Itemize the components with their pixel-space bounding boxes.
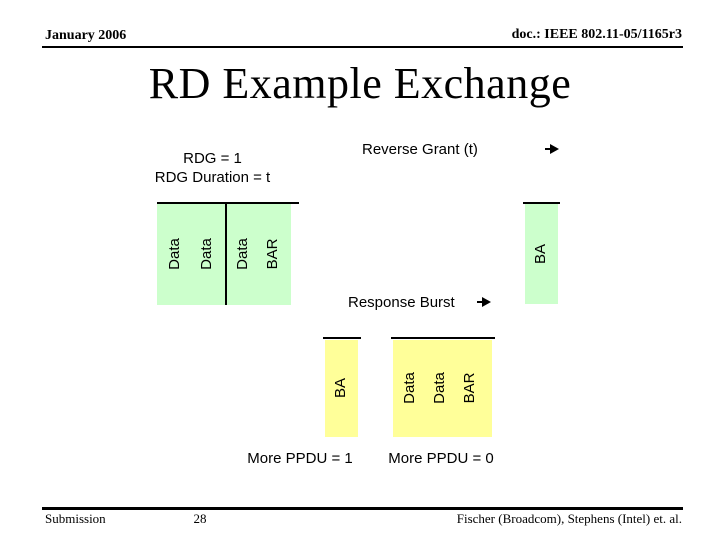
initiator-burst-overbar	[157, 202, 299, 204]
frame-label-data: Data	[198, 238, 215, 270]
footer-authors: Fischer (Broadcom), Stephens (Intel) et.…	[456, 511, 682, 526]
header-rule	[42, 46, 683, 48]
reverse-grant-label: Reverse Grant (t)	[362, 141, 478, 158]
frame-label-bar: BAR	[264, 238, 281, 270]
rdg-value-label: RDG = 1	[183, 150, 242, 167]
right-arrow-icon	[477, 297, 491, 307]
frame-label-ba: BA	[332, 378, 349, 399]
header-date: January 2006	[45, 28, 127, 43]
more-ppdu-1-label: More PPDU = 1	[247, 450, 353, 467]
header-doc-number: doc.: IEEE 802.11-05/1165r3	[511, 27, 682, 42]
right-arrow-icon	[545, 144, 559, 154]
rdg-duration-label: RDG Duration = t	[154, 169, 271, 186]
frame-label-data: Data	[166, 238, 183, 270]
responder-ba-overbar	[323, 337, 361, 339]
responder-ba-box: BA	[325, 340, 358, 437]
response-burst-label: Response Burst	[348, 294, 455, 311]
frame-label-bar: BAR	[461, 372, 478, 404]
frame-label-data: Data	[234, 238, 251, 270]
footer-submission: Submission	[45, 511, 106, 526]
footer-rule	[42, 507, 683, 510]
frame-label-data: Data	[401, 372, 418, 404]
responder-burst-overbar	[391, 337, 495, 339]
footer-page-number: 28	[193, 511, 207, 526]
rdg-annotation: RDG = 1 RDG Duration = t	[140, 149, 285, 187]
more-ppdu-0-label: More PPDU = 0	[388, 450, 494, 467]
burst-divider-line	[225, 204, 227, 305]
page-title: RD Example Exchange	[148, 59, 572, 108]
final-ba-overbar	[523, 202, 560, 204]
final-ba-box: BA	[525, 204, 558, 304]
responder-burst-box: Data Data BAR	[393, 340, 492, 437]
frame-label-ba: BA	[532, 244, 549, 265]
initiator-burst-box: Data Data Data BAR	[157, 204, 291, 305]
frame-label-data: Data	[431, 372, 448, 404]
